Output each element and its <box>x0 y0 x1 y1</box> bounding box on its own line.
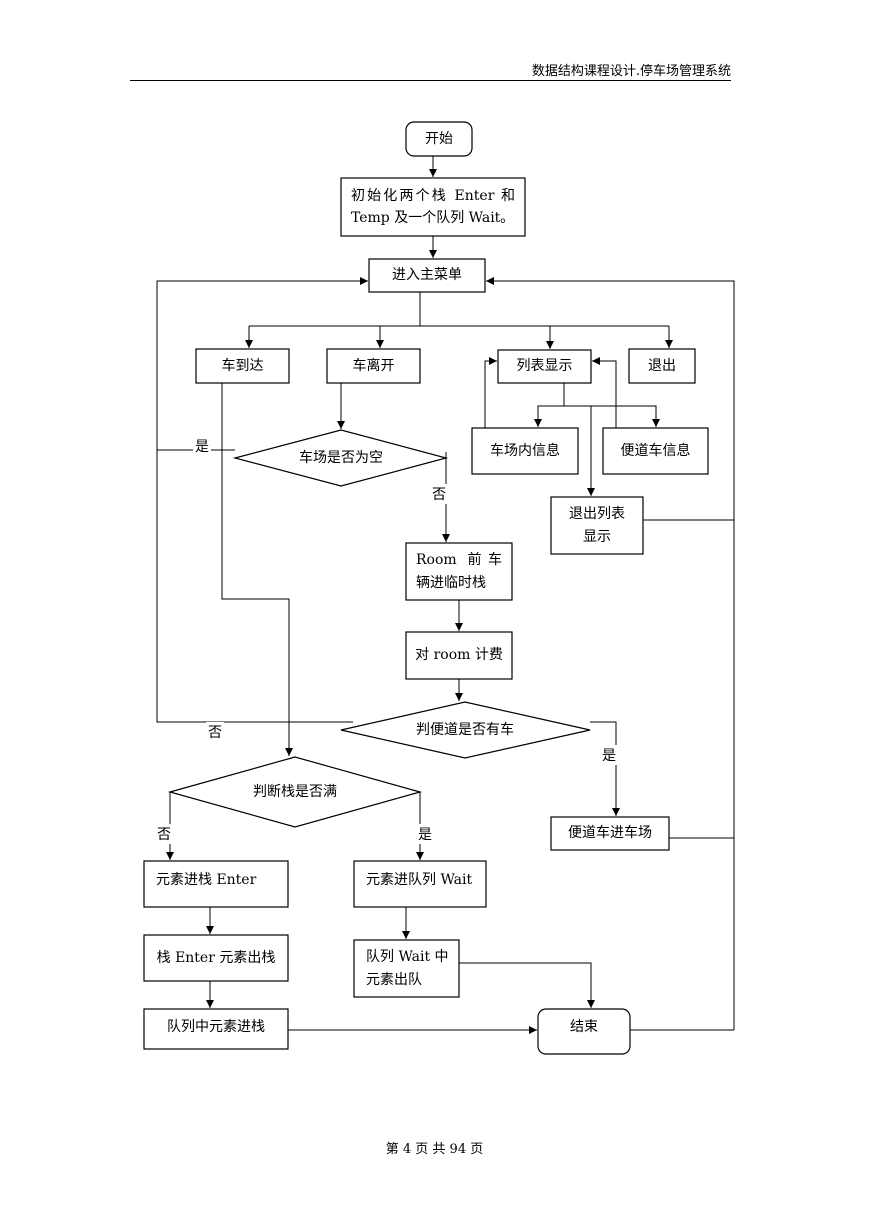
push-enter-node <box>143 860 289 908</box>
edge-list-lotinfo <box>534 383 565 427</box>
lot-empty-label: 车场是否为空 <box>299 449 383 466</box>
start-node <box>405 121 473 157</box>
edge-sideinfo-list <box>592 357 617 428</box>
edge-list-sideinfo <box>564 405 660 427</box>
edge-arrive-full <box>221 383 293 756</box>
push-enter-label: 元素进栈 Enter <box>156 871 257 888</box>
exit-node <box>628 348 696 384</box>
enqueue-wait-node <box>353 860 487 908</box>
sidelane-info-node <box>602 427 709 475</box>
list-display-node <box>497 349 592 384</box>
edge-return-menu <box>486 277 735 1030</box>
page-number: 第 4 页 共 94 页 <box>385 1142 484 1157</box>
list-display-label: 列表显示 <box>516 358 573 375</box>
car-leave-label: 车离开 <box>352 357 395 374</box>
start-label: 开始 <box>425 130 453 147</box>
pop-enter-node <box>143 934 289 982</box>
edge-label-full-yes: 是 <box>416 824 434 844</box>
exit-label: 退出 <box>648 357 676 374</box>
enqueue-wait-label: 元素进队列 Wait <box>366 871 473 888</box>
car-leave-node <box>326 348 421 384</box>
lot-info-label: 车场内信息 <box>490 442 560 459</box>
edge-sidelane-yes-enter <box>590 721 620 816</box>
edge-label-lot-empty-yes: 是 <box>193 436 211 456</box>
edge-label-full-no: 否 <box>155 824 173 844</box>
dequeue-wait-label: 队列 Wait 中元素出队 <box>366 949 449 988</box>
main-menu-label: 进入主菜单 <box>392 267 462 284</box>
room-to-temp-node <box>405 542 513 601</box>
bill-room-label: 对 room 计费 <box>415 647 503 664</box>
car-arrive-label: 车到达 <box>221 357 264 374</box>
edge-lotinfo-list <box>484 357 497 428</box>
lot-info-node <box>471 427 579 475</box>
sidelane-info-label: 便道车信息 <box>620 442 691 459</box>
queue-push-node <box>143 1008 289 1050</box>
header-title: 数据结构课程设计.停车场管理系统 <box>531 64 731 79</box>
edge-sidelane-no-menu <box>156 450 353 723</box>
exit-list-label: 退出列表显示 <box>569 506 625 545</box>
edge-label-lot-empty-no: 否 <box>430 484 448 504</box>
header-rule <box>130 80 731 81</box>
edge-label-sidelane-yes: 是 <box>600 745 618 765</box>
sidelane-decision <box>340 701 591 759</box>
end-label: 结束 <box>570 1018 598 1035</box>
sidelane-enter-node <box>550 816 670 851</box>
pop-enter-label: 栈 Enter 元素出栈 <box>156 949 276 966</box>
init-node <box>340 177 526 237</box>
edge-dequeue-end <box>459 962 595 1008</box>
edge-label-sidelane-no: 否 <box>206 722 224 742</box>
exit-list-node <box>550 496 644 555</box>
dequeue-wait-node <box>353 939 460 998</box>
main-menu-node <box>368 258 486 293</box>
sidelane-enter-label: 便道车进车场 <box>568 825 652 842</box>
sidelane-has-car-label: 判便道是否有车 <box>416 721 514 738</box>
stack-full-label: 判断栈是否满 <box>253 783 337 800</box>
room-to-temp-label: Room 前车辆进临时栈 <box>416 552 502 591</box>
queue-push-label: 队列中元素进栈 <box>167 1018 265 1035</box>
end-node <box>537 1008 631 1055</box>
bill-room-node <box>405 631 513 680</box>
car-arrive-node <box>195 348 290 384</box>
init-label: 初始化两个栈 Enter 和 Temp 及一个队列 Wait。 <box>351 187 515 226</box>
